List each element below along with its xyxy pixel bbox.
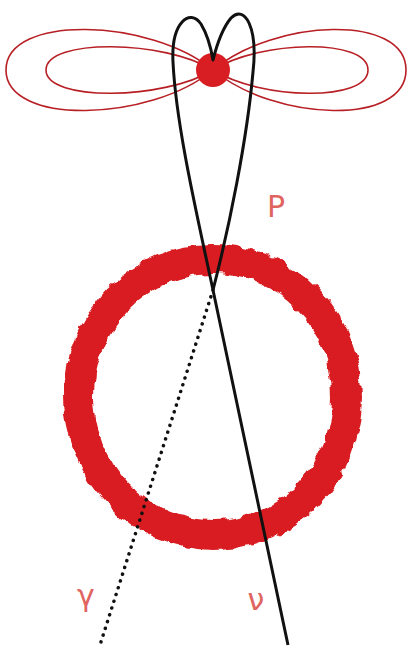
field-line bbox=[213, 29, 406, 110]
period-label: P bbox=[267, 192, 285, 222]
field-line bbox=[6, 29, 213, 110]
field-line bbox=[46, 47, 213, 94]
torus-ring bbox=[79, 259, 347, 535]
field-line bbox=[213, 47, 368, 94]
gamma-label: γ bbox=[77, 581, 95, 611]
trajectory-line bbox=[173, 14, 288, 645]
photon-path bbox=[100, 290, 213, 645]
neutrino-label: ν bbox=[248, 585, 265, 615]
